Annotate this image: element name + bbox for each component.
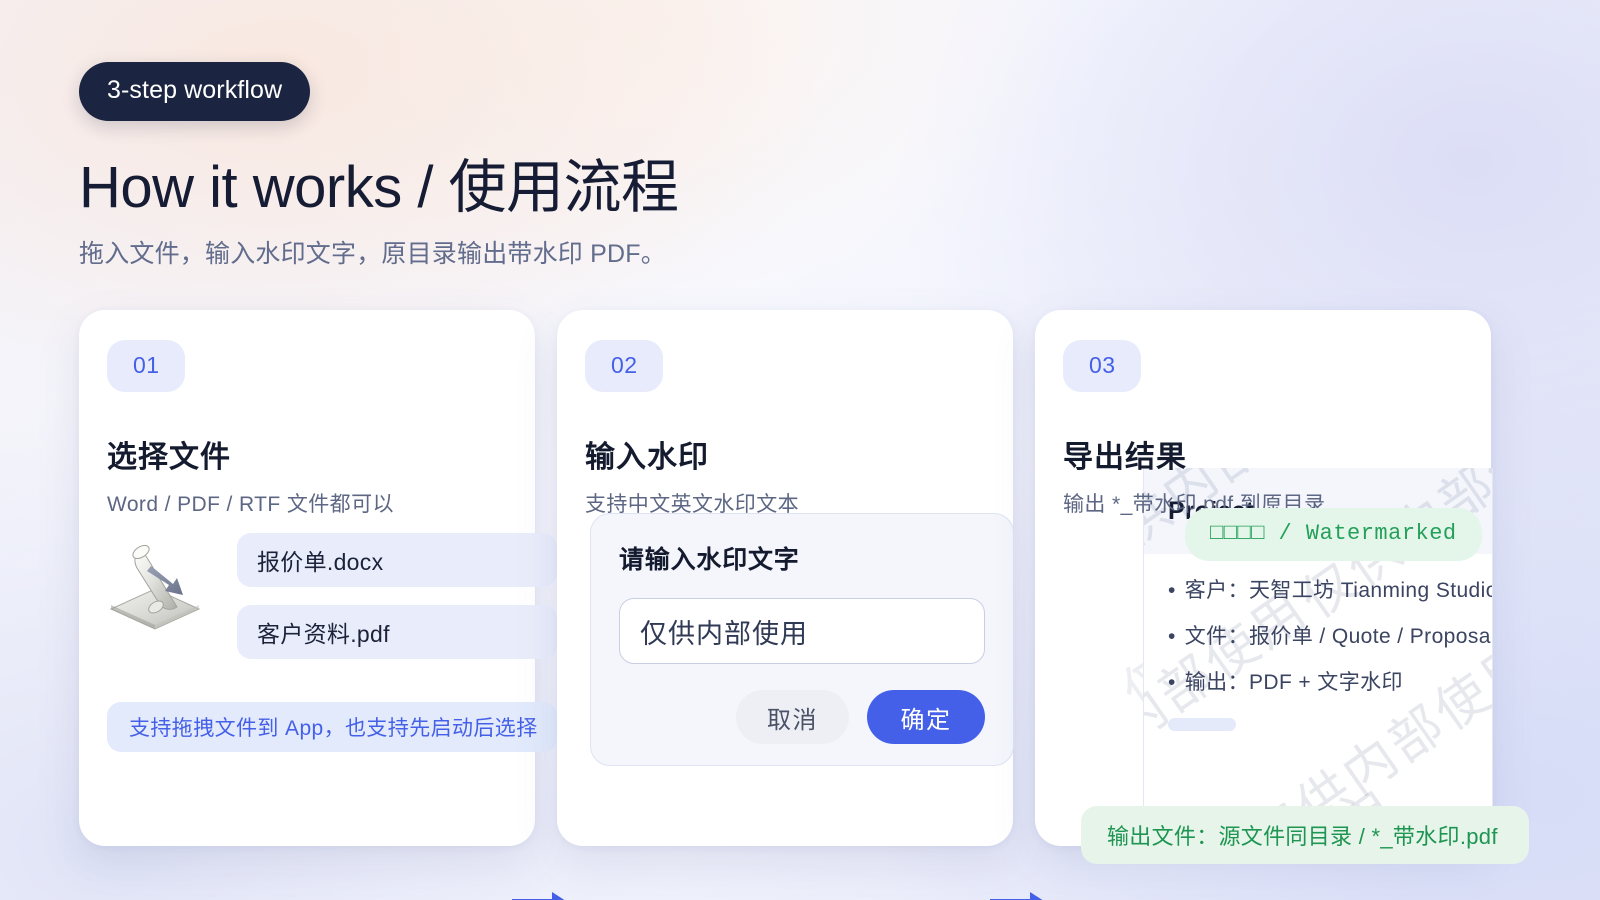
output-path-bar: 输出文件：源文件同目录 / *_带水印.pdf — [1081, 806, 1529, 864]
dialog-title: 请输入水印文字 — [619, 546, 800, 574]
dialog-actions: 取消 确定 — [619, 690, 985, 744]
document-bullet: 客户：天智工坊 Tianming Studio — [1168, 580, 1492, 601]
confirm-button[interactable]: 确定 — [867, 690, 985, 744]
step-subtitle: Word / PDF / RTF 文件都可以 — [107, 493, 394, 516]
step-heading: 选择文件 — [107, 441, 231, 474]
page-subtitle: 拖入文件，输入水印文字，原目录输出带水印 PDF。 — [79, 240, 666, 269]
watermark-dialog: 请输入水印文字 仅供内部使用 取消 确定 — [590, 513, 1014, 766]
eyebrow-badge: 3-step workflow — [79, 62, 311, 121]
step-number-badge: 01 — [107, 340, 186, 392]
page-title: How it works / 使用流程 — [79, 155, 679, 220]
document-bullet: 文件：报价单 / Quote / Proposal — [1168, 626, 1492, 647]
file-pill[interactable]: 客户资料.pdf — [237, 605, 557, 659]
document-placeholder-bar — [1168, 718, 1236, 731]
file-drop-visual: 报价单.docx 客户资料.pdf — [107, 525, 627, 685]
file-pill[interactable]: 报价单.docx — [237, 533, 557, 587]
step-number-badge: 03 — [1063, 340, 1142, 392]
step-subtitle: 支持中文英文水印文本 — [585, 493, 799, 516]
step-card-2: 02 输入水印 支持中文英文水印文本 请输入水印文字 仅供内部使用 取消 确定 — [557, 310, 1014, 846]
watermark-text-input[interactable]: 仅供内部使用 — [619, 598, 985, 664]
step-heading: 输入水印 — [585, 441, 709, 474]
document-droplet-icon — [109, 545, 201, 630]
step-heading: 导出结果 — [1063, 441, 1187, 474]
document-bullet: 输出：PDF + 文字水印 — [1168, 672, 1492, 693]
watermarked-status-badge: □□□□ / Watermarked — [1185, 508, 1482, 561]
document-bullet-list: 客户：天智工坊 Tianming Studio 文件：报价单 / Quote /… — [1144, 554, 1492, 693]
drag-hint-bar: 支持拖拽文件到 App，也支持先启动后选择 — [107, 702, 557, 752]
step-number-badge: 02 — [585, 340, 664, 392]
step-card-1: 01 选择文件 Word / PDF / RTF 文件都可以 — [79, 310, 557, 846]
header: 3-step workflow How it works / 使用流程 拖入文件… — [79, 62, 679, 270]
step-card-3: 仅供内部使用 仅供内部使用 仅供内部使用 仅供内部使用 03 导出结果 输出 *… — [1035, 310, 1529, 864]
cancel-button[interactable]: 取消 — [736, 690, 849, 744]
arrow-right-icon — [512, 892, 565, 900]
steps-row: 01 选择文件 Word / PDF / RTF 文件都可以 — [0, 310, 1600, 900]
arrow-right-icon — [990, 892, 1043, 900]
